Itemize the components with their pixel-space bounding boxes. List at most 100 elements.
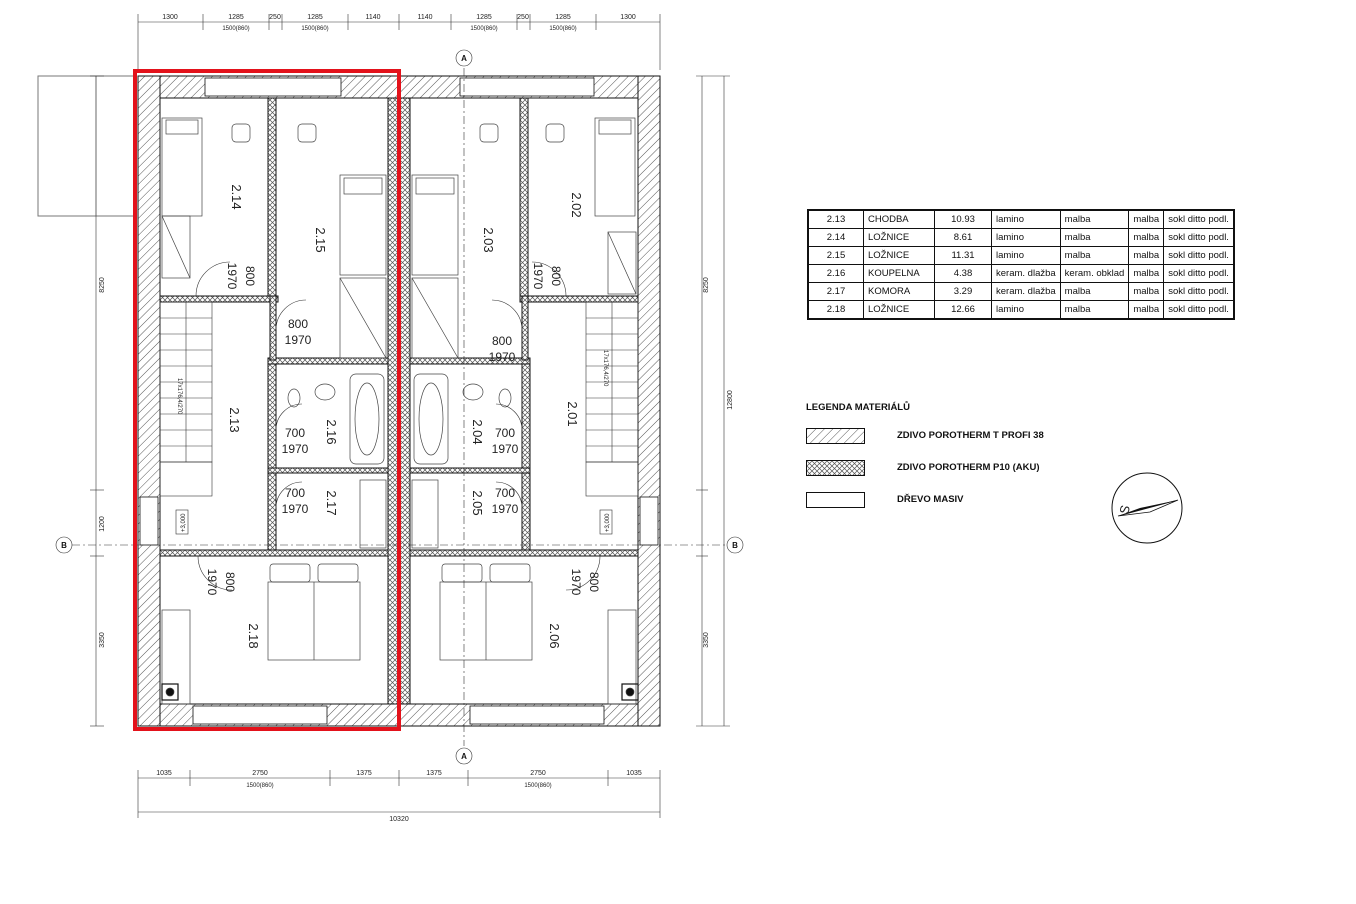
table-cell: 2.18 bbox=[807, 300, 864, 320]
side-dimension-lines bbox=[90, 75, 730, 727]
door-width-label: 700 bbox=[285, 426, 305, 440]
level-mark-left: +3,000 bbox=[175, 509, 189, 535]
door-height-label: 1970 bbox=[225, 263, 239, 290]
table-cell: 2.14 bbox=[807, 228, 864, 247]
table-cell: KOMORA bbox=[863, 282, 935, 301]
level-mark-right: +3,000 bbox=[599, 509, 613, 535]
bottom-dimension-line bbox=[137, 770, 661, 818]
room-label-2-01: 2.01 bbox=[565, 401, 580, 426]
top-dim-label: 1285 bbox=[307, 14, 323, 21]
room-label-2-15: 2.15 bbox=[313, 227, 328, 252]
table-cell: sokl ditto podl. bbox=[1163, 209, 1235, 229]
table-cell: CHODBA bbox=[863, 209, 935, 229]
table-cell: malba bbox=[1128, 300, 1165, 320]
table-cell: 4.38 bbox=[934, 264, 992, 283]
table-cell: LOŽNICE bbox=[863, 228, 935, 247]
door-width-label: 800 bbox=[549, 266, 563, 286]
room-label-2-18: 2.18 bbox=[246, 623, 261, 648]
table-cell: keram. obklad bbox=[1059, 264, 1130, 283]
bottom-sub-label: 1500(860) bbox=[524, 783, 551, 789]
table-cell: malba bbox=[1059, 228, 1130, 247]
table-cell: 3.29 bbox=[934, 282, 992, 301]
side-dim-label: 8250 bbox=[99, 277, 106, 293]
door-width-label: 800 bbox=[587, 572, 601, 592]
table-cell: LOŽNICE bbox=[863, 246, 935, 265]
top-sub-label: 1500(860) bbox=[470, 26, 497, 32]
door-width-label: 700 bbox=[495, 486, 515, 500]
section-axis-a bbox=[455, 49, 473, 765]
interior-partitions bbox=[159, 97, 639, 557]
room-label-2-02: 2.02 bbox=[569, 192, 584, 217]
table-cell: malba bbox=[1128, 209, 1165, 229]
staircase-right bbox=[585, 301, 639, 497]
door-height-label: 1970 bbox=[531, 263, 545, 290]
side-dim-label: 3350 bbox=[99, 632, 106, 648]
legend-label: ZDIVO POROTHERM P10 (AKU) bbox=[897, 462, 1040, 473]
table-cell: malba bbox=[1059, 282, 1130, 301]
table-cell: 10.93 bbox=[934, 209, 992, 229]
top-sub-label: 1500(860) bbox=[549, 26, 576, 32]
table-cell: malba bbox=[1128, 264, 1165, 283]
exterior-walls bbox=[137, 75, 661, 727]
table-cell: sokl ditto podl. bbox=[1163, 228, 1235, 247]
table-cell: 2.17 bbox=[807, 282, 864, 301]
north-arrow-label: S bbox=[1116, 503, 1133, 516]
door-height-label: 1970 bbox=[492, 442, 519, 456]
door-height-label: 1970 bbox=[205, 569, 219, 596]
table-cell: sokl ditto podl. bbox=[1163, 246, 1235, 265]
north-arrow: S bbox=[1111, 472, 1183, 544]
table-cell: keram. dlažba bbox=[991, 282, 1061, 301]
door-height-label: 1970 bbox=[285, 333, 312, 347]
top-dim-label: 250 bbox=[517, 14, 529, 21]
table-cell: malba bbox=[1059, 300, 1130, 320]
room-label-2-17: 2.17 bbox=[324, 490, 339, 515]
door-height-label: 1970 bbox=[489, 350, 516, 364]
table-cell: sokl ditto podl. bbox=[1163, 264, 1235, 283]
axis-b-left-label: B bbox=[61, 541, 67, 550]
door-height-label: 1970 bbox=[492, 502, 519, 516]
table-cell: 2.15 bbox=[807, 246, 864, 265]
balcony-outline bbox=[37, 75, 135, 217]
bottom-sub-label: 1500(860) bbox=[246, 783, 273, 789]
legend-title: LEGENDA MATERIÁLŮ bbox=[806, 402, 910, 413]
table-cell: lamino bbox=[991, 300, 1061, 320]
door-labels: 800 1970 800 1970 800 1970 800 1970 700 1970 700 19… bbox=[205, 263, 601, 596]
top-sub-label: 1500(860) bbox=[301, 26, 328, 32]
door-width-label: 800 bbox=[223, 572, 237, 592]
legend-label: ZDIVO POROTHERM T PROFI 38 bbox=[897, 430, 1044, 441]
table-cell: malba bbox=[1128, 246, 1165, 265]
side-dim-label: 1200 bbox=[99, 516, 106, 532]
room-label-2-06: 2.06 bbox=[547, 623, 562, 648]
table-cell: 8.61 bbox=[934, 228, 992, 247]
staircase-left bbox=[159, 301, 213, 497]
top-dim-label: 1285 bbox=[476, 14, 492, 21]
table-cell: lamino bbox=[991, 209, 1061, 229]
door-height-label: 1970 bbox=[569, 569, 583, 596]
table-cell: KOUPELNA bbox=[863, 264, 935, 283]
side-dim-label: 3350 bbox=[703, 632, 710, 648]
room-label-2-16: 2.16 bbox=[324, 419, 339, 444]
table-cell: 12.66 bbox=[934, 300, 992, 320]
top-dimension-line bbox=[137, 14, 661, 70]
room-label-2-13: 2.13 bbox=[227, 407, 242, 432]
bottom-dim-label: 1375 bbox=[426, 770, 442, 777]
table-cell: malba bbox=[1059, 246, 1130, 265]
top-dim-label: 250 bbox=[269, 14, 281, 21]
stair-label-right: 17x176,4/270 bbox=[602, 350, 608, 387]
axis-b-right-label: B bbox=[732, 541, 738, 550]
furniture bbox=[161, 117, 639, 705]
door-width-label: 800 bbox=[243, 266, 257, 286]
table-cell: sokl ditto podl. bbox=[1163, 282, 1235, 301]
door-width-label: 800 bbox=[492, 334, 512, 348]
bottom-dim-label: 2750 bbox=[252, 770, 268, 777]
room-label-2-03: 2.03 bbox=[481, 227, 496, 252]
top-sub-label: 1500(860) bbox=[222, 26, 249, 32]
axis-a-top-label: A bbox=[461, 54, 467, 63]
svg-text:+3,000: +3,000 bbox=[181, 513, 187, 532]
svg-text:+3,000: +3,000 bbox=[605, 513, 611, 532]
